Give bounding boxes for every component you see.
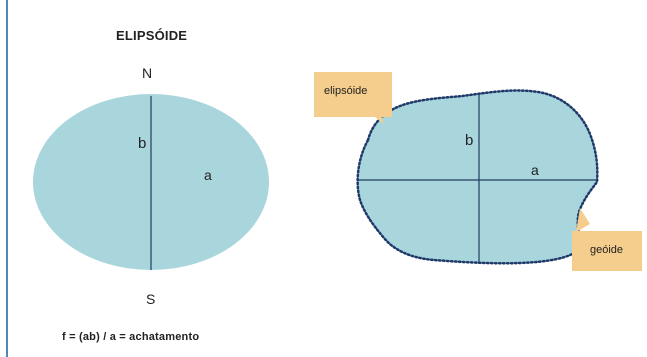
geoid-shape xyxy=(356,89,599,265)
geoid-minor-axis-label: b xyxy=(465,132,474,149)
geoid-callout-pointer xyxy=(576,208,590,232)
ellipsoid-callout-text: elipsóide xyxy=(324,85,368,97)
north-pole-label: N xyxy=(142,65,153,81)
geoid-callout-text: geóide xyxy=(590,244,624,256)
geoid-major-axis-label: a xyxy=(531,162,539,178)
geoid-callout: geóide xyxy=(572,231,642,271)
ellipsoid-minor-axis-label: b xyxy=(138,135,147,152)
ellipsoid-callout: elipsóide xyxy=(314,72,392,117)
diagram-title: ELIPSÓIDE xyxy=(116,28,188,43)
page-left-rule xyxy=(6,0,8,357)
ellipsoid-major-axis-label: a xyxy=(204,167,212,183)
south-pole-label: S xyxy=(146,291,156,307)
flattening-formula: f = (ab) / a = achatamento xyxy=(62,331,200,343)
